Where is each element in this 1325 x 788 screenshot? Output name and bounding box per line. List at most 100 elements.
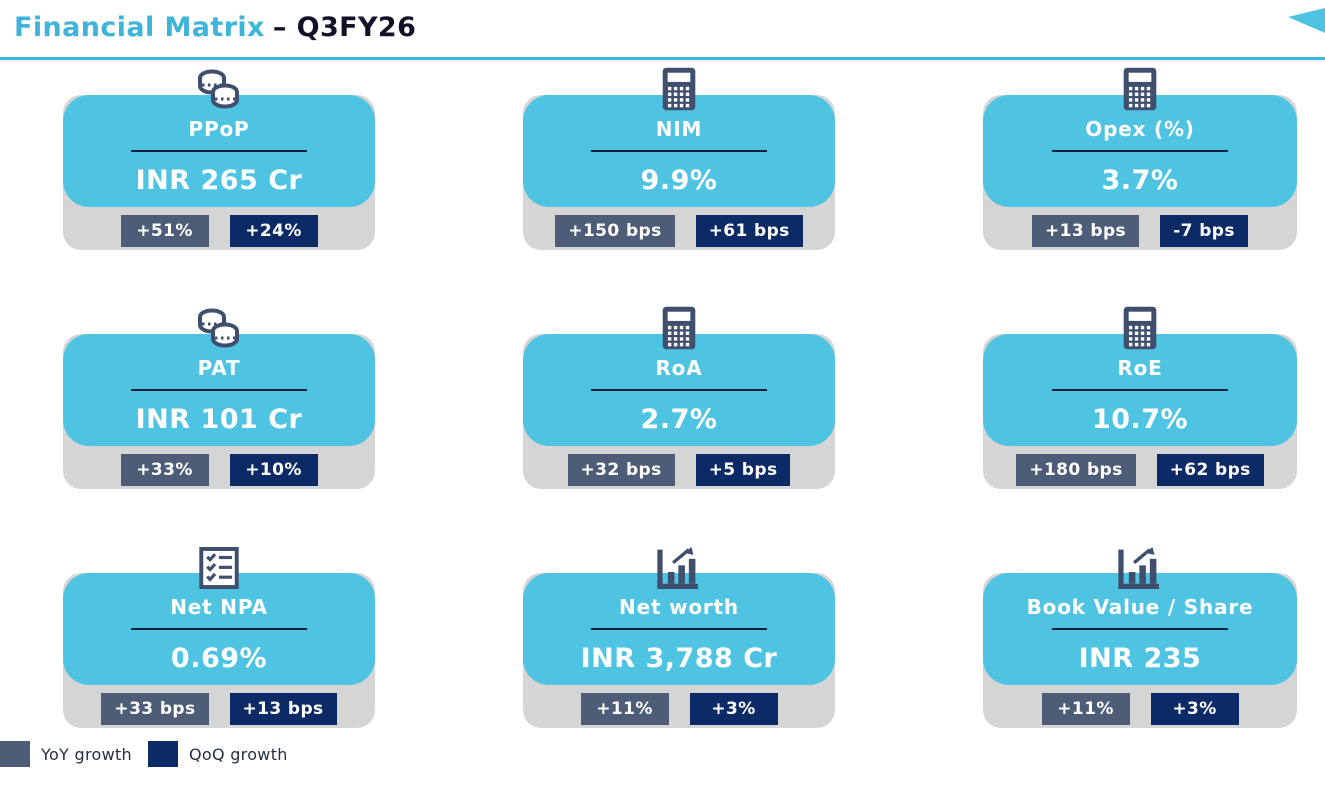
badges-row: +33% +10% <box>63 454 375 486</box>
qoq-growth-badge: +13 bps <box>229 693 337 725</box>
qoq-legend-label: QoQ growth <box>188 744 288 764</box>
qoq-legend-swatch <box>147 741 178 767</box>
qoq-growth-badge: +3% <box>689 693 778 725</box>
metric-divider <box>591 628 767 630</box>
qoq-growth-badge: +62 bps <box>1156 454 1264 486</box>
metric-label: Book Value / Share <box>1026 595 1254 619</box>
metric-value: 2.7% <box>640 404 718 435</box>
badges-row: +51% +24% <box>63 215 375 247</box>
card-body-panel: Book Value / Share INR 235 <box>983 573 1297 685</box>
yoy-growth-badge: +11% <box>580 693 669 725</box>
metric-card: PPoP INR 265 Cr <box>63 69 375 250</box>
calculator-icon <box>1123 306 1157 350</box>
yoy-growth-badge: +11% <box>1041 693 1130 725</box>
badges-row: +11% +3% <box>983 693 1297 725</box>
calculator-icon <box>662 67 696 111</box>
header-accent-line <box>0 57 1325 60</box>
yoy-growth-badge: +150 bps <box>555 215 675 247</box>
calculator-icon <box>1123 67 1157 111</box>
card-icon <box>199 543 239 589</box>
checklist-icon <box>199 547 239 589</box>
card-icon <box>1123 304 1157 350</box>
metric-value: INR 265 Cr <box>135 165 303 196</box>
growth-chart-icon <box>1118 547 1160 589</box>
metric-value: INR 3,788 Cr <box>580 643 778 674</box>
metric-divider <box>591 150 767 152</box>
metric-value: 10.7% <box>1091 404 1189 435</box>
badges-row: +180 bps +62 bps <box>983 454 1297 486</box>
yoy-growth-badge: +13 bps <box>1031 215 1140 247</box>
metric-card: Net worth INR 3,788 Cr <box>523 547 835 728</box>
qoq-growth-badge: +61 bps <box>695 215 803 247</box>
card-body-panel: RoE 10.7% <box>983 334 1297 446</box>
metric-divider <box>131 628 307 630</box>
metric-card: Opex (%) 3.7% <box>983 67 1297 250</box>
metric-divider <box>131 389 307 391</box>
calculator-icon <box>662 306 696 350</box>
metric-label: Opex (%) <box>1085 117 1195 141</box>
card-icon <box>1123 65 1157 111</box>
yoy-growth-badge: +33% <box>120 454 209 486</box>
card-icon <box>657 543 701 589</box>
metric-card: Book Value / Share INR 235 <box>983 547 1297 728</box>
qoq-growth-badge: +10% <box>229 454 318 486</box>
card-body-panel: PAT INR 101 Cr <box>63 334 375 446</box>
yoy-growth-badge: +32 bps <box>567 454 675 486</box>
metric-card: Net NPA 0.69% <box>63 547 375 728</box>
card-body-panel: PPoP INR 265 Cr <box>63 95 375 207</box>
card-icon <box>192 65 246 111</box>
card-icon <box>662 304 696 350</box>
growth-chart-icon <box>657 547 699 589</box>
yoy-growth-badge: +180 bps <box>1016 454 1136 486</box>
metric-divider <box>591 389 767 391</box>
metric-divider <box>1052 628 1228 630</box>
qoq-growth-badge: +5 bps <box>695 454 791 486</box>
card-icon <box>192 304 246 350</box>
metric-label: Net NPA <box>170 595 268 619</box>
metric-value: 0.69% <box>170 643 268 674</box>
metric-label: Net worth <box>619 595 739 619</box>
coins-icon <box>198 69 239 109</box>
card-body-panel: NIM 9.9% <box>523 95 835 207</box>
metric-value: INR 101 Cr <box>135 404 303 435</box>
card-body-panel: Opex (%) 3.7% <box>983 95 1297 207</box>
metric-label: PPoP <box>188 117 250 141</box>
card-icon <box>1118 543 1162 589</box>
metric-card: RoA 2.7% <box>523 306 835 489</box>
qoq-growth-badge: +3% <box>1150 693 1239 725</box>
metric-card: PAT INR 101 Cr <box>63 308 375 489</box>
yoy-growth-badge: +33 bps <box>101 693 209 725</box>
metric-value: 3.7% <box>1101 165 1179 196</box>
yoy-legend-label: YoY growth <box>41 744 132 764</box>
metric-value: 9.9% <box>640 165 718 196</box>
coins-icon <box>198 308 239 348</box>
metric-card: NIM 9.9% <box>523 67 835 250</box>
page-title-primary: Financial Matrix <box>14 12 265 43</box>
metric-divider <box>131 150 307 152</box>
badges-row: +33 bps +13 bps <box>63 693 375 725</box>
cards-grid: PPoP INR 265 Cr <box>63 67 1297 728</box>
card-body-panel: Net NPA 0.69% <box>63 573 375 685</box>
legend: YoY growth QoQ growth <box>0 741 288 767</box>
badges-row: +150 bps +61 bps <box>523 215 835 247</box>
card-body-panel: RoA 2.7% <box>523 334 835 446</box>
qoq-growth-badge: -7 bps <box>1160 215 1249 247</box>
card-icon <box>662 65 696 111</box>
metric-value: INR 235 <box>1078 643 1202 674</box>
yoy-growth-badge: +51% <box>120 215 209 247</box>
page-title-secondary: – Q3FY26 <box>272 12 417 43</box>
badges-row: +13 bps -7 bps <box>983 215 1297 247</box>
metric-label: RoE <box>1117 356 1163 380</box>
page-title: Financial Matrix– Q3FY26 <box>14 12 416 43</box>
metric-label: PAT <box>197 356 241 380</box>
metric-divider <box>1052 150 1228 152</box>
metric-divider <box>1052 389 1228 391</box>
yoy-legend-swatch <box>0 741 30 767</box>
badges-row: +32 bps +5 bps <box>523 454 835 486</box>
qoq-growth-badge: +24% <box>229 215 318 247</box>
card-body-panel: Net worth INR 3,788 Cr <box>523 573 835 685</box>
metric-label: NIM <box>655 117 703 141</box>
corner-triangle-icon <box>1288 8 1325 33</box>
metric-card: RoE 10.7% <box>983 306 1297 489</box>
